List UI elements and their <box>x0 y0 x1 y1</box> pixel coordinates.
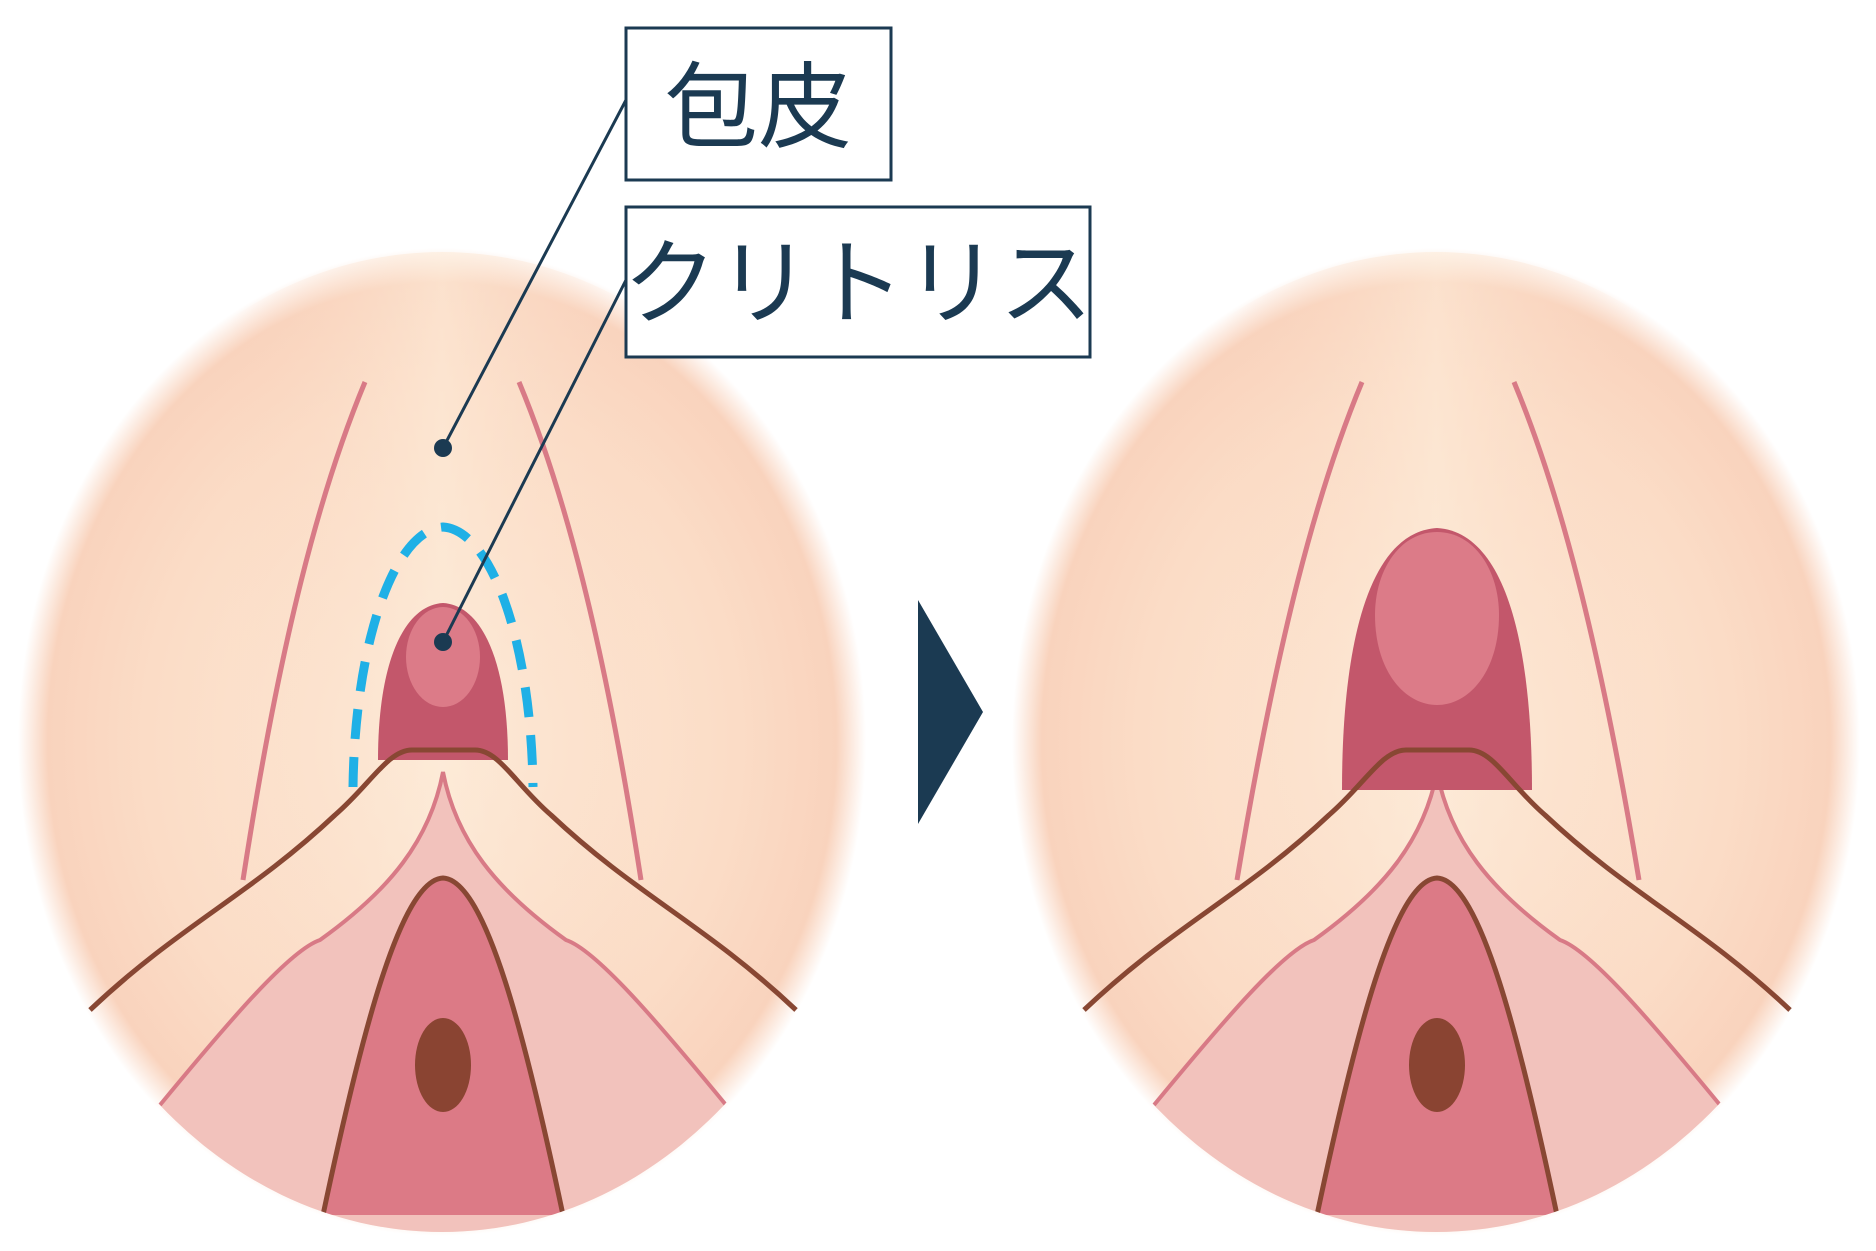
vaginal-opening <box>415 1018 471 1112</box>
clitoral-glans-highlight <box>1375 532 1499 705</box>
transition-arrow-icon <box>918 600 983 824</box>
panel-after <box>1012 248 1860 1236</box>
prepuce-label: 包皮 <box>664 54 852 163</box>
clitoris-leader-line <box>441 279 628 643</box>
prepuce-leader-dot <box>434 439 452 457</box>
vestibule-outline <box>1314 875 1560 1216</box>
prepuce-dashed-outline <box>348 522 538 788</box>
prepuce-leader-line <box>441 99 628 449</box>
panel-before <box>18 248 866 1236</box>
labia-majora-line-right <box>1511 381 1642 881</box>
vestibule-outline <box>320 875 566 1216</box>
vaginal-opening <box>1409 1018 1465 1112</box>
clitoris-leader-dot <box>434 633 452 651</box>
labia-minora-outline <box>158 771 728 1107</box>
hood-fold <box>88 747 798 1012</box>
labia-majora-line-left <box>240 381 368 881</box>
hood-fold <box>1082 747 1792 1012</box>
clitoris-label-box: クリトリス <box>623 205 1093 359</box>
labia-majora-line-left <box>1234 381 1365 881</box>
clitoral-glans-highlight <box>406 607 480 707</box>
prepuce-label-box: 包皮 <box>624 26 893 182</box>
labia-majora-line-right <box>516 381 644 881</box>
clitoris-label: クリトリス <box>623 230 1093 339</box>
